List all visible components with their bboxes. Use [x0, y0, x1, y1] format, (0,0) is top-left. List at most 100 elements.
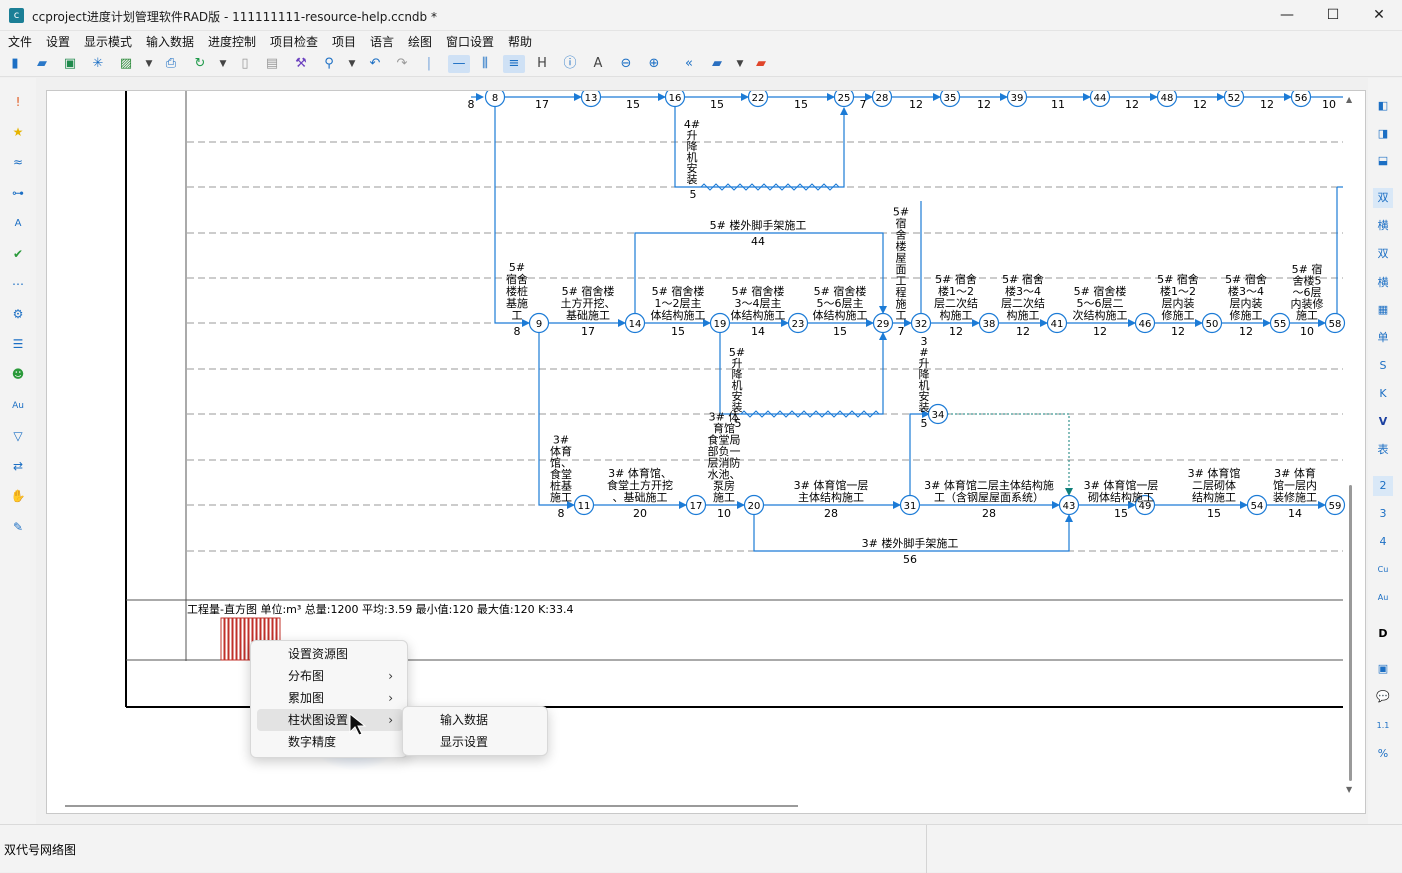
image-icon[interactable]: ▨	[119, 56, 133, 71]
vertical-scroll-thumb[interactable]	[1349, 485, 1352, 781]
level-4-button[interactable]: 4	[1379, 535, 1387, 548]
menu-draw[interactable]: 绘图	[408, 35, 433, 49]
table-icon[interactable]: ▦	[1377, 303, 1389, 316]
undo-icon[interactable]: ↶	[369, 56, 381, 71]
key-icon[interactable]: ⊶	[12, 186, 24, 200]
folder-red-icon[interactable]: ▰	[756, 56, 766, 71]
redo-icon[interactable]: ↷	[396, 56, 408, 71]
text-a-icon[interactable]: A	[14, 218, 22, 229]
maximize-button[interactable]: ☐	[1326, 7, 1340, 23]
dummy-arrow	[947, 413, 1073, 496]
single-code-button[interactable]: 单	[1377, 331, 1389, 344]
font-icon[interactable]: A	[593, 56, 603, 71]
users-icon[interactable]: ☻	[11, 367, 25, 381]
menu-progress-control[interactable]: 进度控制	[208, 35, 257, 49]
save-icon[interactable]: ▣	[63, 56, 77, 71]
s-button[interactable]: S	[1379, 359, 1387, 372]
level-2-button[interactable]: 2	[1373, 476, 1393, 496]
menu-help[interactable]: 帮助	[508, 35, 533, 49]
horizontal-button[interactable]: 横	[1377, 219, 1389, 232]
level-3-button[interactable]: 3	[1379, 507, 1387, 520]
comment-icon[interactable]: 💬	[1376, 690, 1390, 703]
hand-icon[interactable]: ✋	[10, 489, 26, 503]
ratio-button[interactable]: 1.1	[1376, 721, 1390, 730]
panel-left-icon[interactable]: ◧	[1377, 99, 1389, 112]
menu-project-check[interactable]: 项目检查	[270, 35, 319, 49]
format-icon[interactable]: ⚒	[295, 56, 307, 71]
chevron-down-icon-2[interactable]: ▼	[219, 59, 227, 69]
chevron-down-icon-3[interactable]: ▼	[348, 59, 356, 69]
menu-settings[interactable]: 设置	[46, 35, 71, 49]
menu-item-number-precision[interactable]: 数字精度	[257, 731, 403, 753]
menu-file[interactable]: 文件	[8, 35, 33, 49]
paste-icon[interactable]: ▤	[265, 56, 279, 71]
info-icon[interactable]: ⓘ	[563, 56, 577, 71]
minimize-button[interactable]: —	[1280, 7, 1294, 23]
duration-label: 15	[626, 98, 640, 111]
refresh-icon[interactable]: ↻	[194, 56, 206, 71]
menu-project[interactable]: 项目	[332, 35, 357, 49]
submenu-display-settings[interactable]: 显示设置	[440, 735, 489, 749]
columns-icon[interactable]: ⫼	[482, 56, 488, 71]
list-icon[interactable]: ☰	[12, 337, 24, 351]
menu-item-distribution[interactable]: 分布图›	[257, 665, 403, 687]
panel-right-icon[interactable]: ◨	[1377, 127, 1389, 140]
sort-icon[interactable]: ≡	[503, 55, 525, 73]
node-number: 28	[876, 93, 889, 104]
line-icon[interactable]: —	[448, 55, 470, 73]
cu-button[interactable]: Cu	[1377, 565, 1389, 574]
menu-item-set-resource-chart[interactable]: 设置资源图	[257, 643, 403, 665]
double-code-button[interactable]: 双	[1373, 188, 1393, 208]
horizontal-alt-icon[interactable]: 横	[1377, 276, 1389, 289]
zoom-icon[interactable]: ⚲	[324, 56, 334, 71]
horizontal-scroll-thumb[interactable]	[65, 805, 798, 807]
menu-language[interactable]: 语言	[370, 35, 395, 49]
au-icon[interactable]: Au	[12, 401, 24, 411]
menu-input-data[interactable]: 输入数据	[146, 35, 195, 49]
cut-icon[interactable]: ▯	[241, 56, 249, 71]
wave-icon[interactable]: ≈	[12, 155, 24, 169]
snowflake-icon[interactable]: ✳	[92, 56, 104, 71]
print-icon[interactable]: ⎙	[165, 56, 177, 71]
k-button[interactable]: K	[1379, 387, 1387, 400]
scroll-down-icon[interactable]: ▼	[1346, 785, 1353, 794]
menu-display-mode[interactable]: 显示模式	[84, 35, 133, 49]
menu-item-bar-chart-settings[interactable]: 柱状图设置›	[257, 709, 403, 731]
calendar-icon[interactable]: ▣	[1377, 662, 1389, 675]
dots-icon[interactable]: ⋯	[12, 277, 24, 291]
panel-bottom-icon[interactable]: ⬓	[1377, 154, 1389, 167]
hoist4-label: 4#	[684, 118, 700, 131]
close-button[interactable]: ✕	[1373, 7, 1385, 23]
zoom-out-icon[interactable]: ⊖	[620, 56, 632, 71]
d-button[interactable]: D	[1378, 627, 1388, 640]
filter-icon[interactable]: ▽	[13, 429, 23, 443]
heading-icon[interactable]: H	[537, 56, 547, 71]
star-icon[interactable]: ★	[12, 125, 24, 139]
chevron-down-icon[interactable]: ▼	[145, 59, 153, 69]
percent-button[interactable]: %	[1377, 747, 1389, 760]
folder-icon[interactable]: ▰	[712, 56, 722, 71]
v-button[interactable]: V	[1378, 415, 1388, 428]
new-icon[interactable]: ▮	[11, 56, 19, 71]
gear-icon[interactable]: ⚙	[12, 307, 24, 321]
activity-arrow	[909, 410, 930, 496]
scroll-up-icon[interactable]: ▲	[1346, 95, 1353, 104]
open-icon[interactable]: ▰	[37, 56, 47, 71]
node-bot: 17	[685, 494, 707, 516]
double-alt-icon[interactable]: 双	[1377, 247, 1389, 260]
menu-window-settings[interactable]: 窗口设置	[446, 35, 495, 49]
vertical-scrollbar[interactable]: ▲ ▼	[1344, 95, 1358, 797]
zoom-in-icon[interactable]: ⊕	[648, 56, 660, 71]
pen-icon[interactable]: ✎	[12, 520, 24, 534]
table-button[interactable]: 表	[1377, 443, 1389, 456]
exclamation-icon[interactable]: !	[15, 95, 21, 109]
chevron-down-icon-4[interactable]: ▼	[736, 59, 744, 69]
back-icon[interactable]: «	[685, 56, 693, 71]
check-icon[interactable]: ✔	[12, 247, 24, 261]
au-button[interactable]: Au	[1377, 593, 1389, 602]
menu-item-cumulative[interactable]: 累加图›	[257, 687, 403, 709]
swap-icon[interactable]: ⇄	[12, 459, 24, 473]
submenu-input-data[interactable]: 输入数据	[440, 713, 489, 727]
